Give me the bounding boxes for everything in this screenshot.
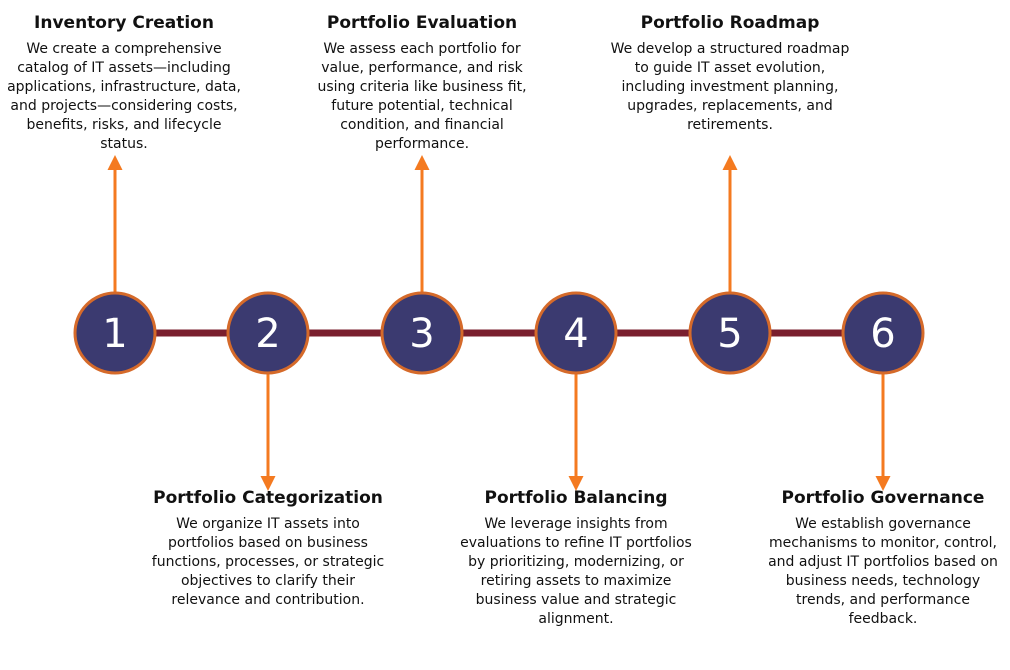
step-description: We leverage insights from evaluations to… [460,516,692,627]
step-block-2: Portfolio Categorization We organize IT a… [148,487,388,610]
step-title: Portfolio Evaluation [326,13,518,33]
step-description: We assess each portfolio for value, perf… [317,41,527,152]
step-title: Portfolio Balancing [484,488,668,508]
step-title: Portfolio Roadmap [640,13,820,33]
step-circle [226,291,310,375]
step-title: Inventory Creation [34,13,214,33]
step-number: 2 [255,311,280,357]
step-description: We create a comprehensive catalog of IT … [7,41,241,152]
step-number: 5 [717,311,742,357]
step-block-1: Inventory Creation We create a comprehens… [4,12,244,154]
step-node-3: 3 [380,291,464,375]
step-node-6: 6 [841,291,925,375]
step-title: Portfolio Governance [781,488,985,508]
step-node-1: 1 [73,291,157,375]
step-circle [841,291,925,375]
step-number: 1 [102,311,127,357]
step-node-5: 5 [688,291,772,375]
step-description: We establish governance mechanisms to mo… [768,516,998,627]
step-circle [380,291,464,375]
step-number: 3 [409,311,434,357]
step-circle [534,291,618,375]
step-number: 4 [563,311,588,357]
step-circle [73,291,157,375]
step-description: We develop a structured roadmap to guide… [610,41,850,133]
step-block-5: Portfolio Roadmap We develop a structured… [610,12,850,135]
step-title: Portfolio Categorization [153,488,383,508]
step-node-2: 2 [226,291,310,375]
step-number: 6 [870,311,895,357]
step-block-4: Portfolio Balancing We leverage insights … [456,487,696,629]
step-circle [688,291,772,375]
step-node-4: 4 [534,291,618,375]
step-block-3: Portfolio Evaluation We assess each portf… [302,12,542,154]
step-block-6: Portfolio Governance We establish governa… [763,487,1003,629]
step-description: We organize IT assets into portfolios ba… [151,516,385,608]
